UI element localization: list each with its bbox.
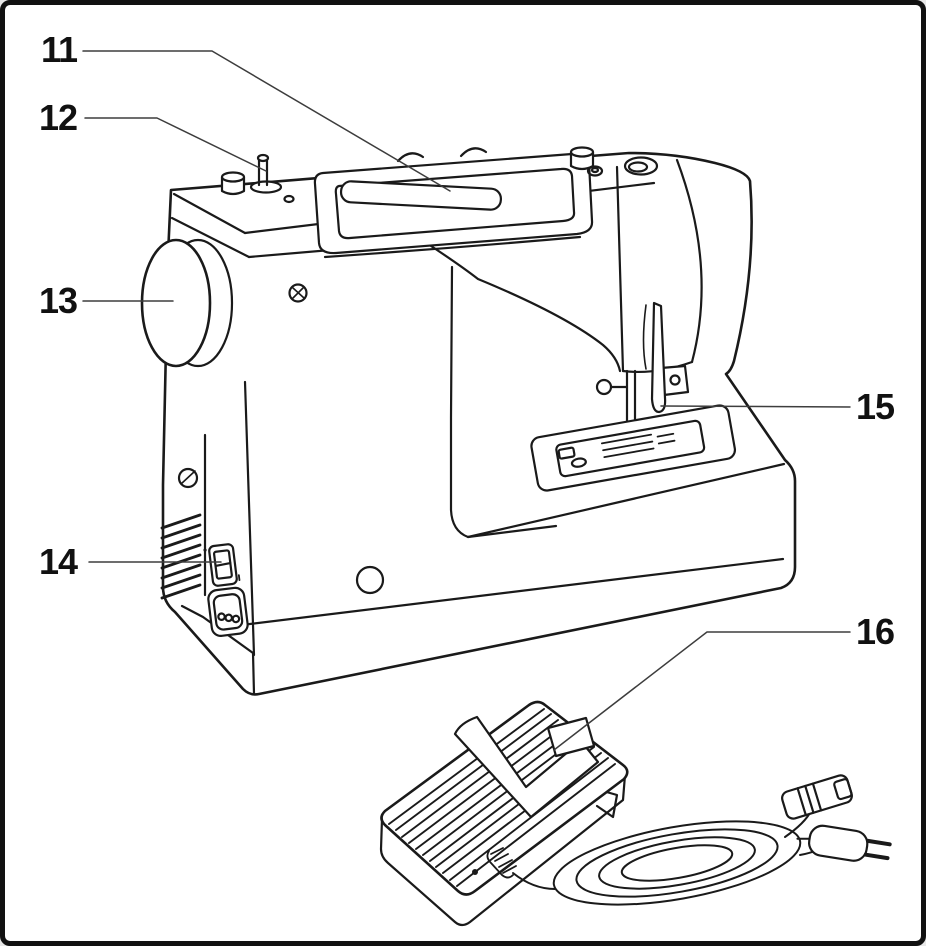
foot-controller	[379, 700, 629, 927]
handle-recess-inner	[334, 167, 576, 240]
thread-wire	[642, 304, 647, 370]
handle-oval-hole	[623, 156, 659, 176]
body-seam	[170, 216, 251, 259]
leader-line-16	[553, 631, 851, 751]
plate-slot	[557, 446, 576, 460]
base-skirt-seam	[215, 557, 785, 630]
callout-label-12: 12	[39, 97, 78, 138]
spool-pin	[249, 153, 283, 194]
feed-dog-slots	[600, 432, 676, 459]
power-plug	[796, 824, 892, 862]
head-front-edge	[615, 165, 625, 373]
handwheel-face	[140, 238, 212, 368]
callout-label-16: 16	[856, 611, 895, 652]
power-switch	[203, 543, 241, 587]
pedal-step	[595, 789, 619, 819]
top-hole	[283, 194, 295, 204]
carrying-handle	[313, 147, 594, 259]
side-corner-edge	[243, 380, 256, 657]
head-side-edge	[675, 158, 703, 364]
buttonhole-lever	[650, 301, 667, 414]
sewing-machine-diagram	[82, 50, 892, 927]
neck-seam	[247, 240, 622, 373]
back-panel-screw	[288, 283, 308, 303]
machine-outline	[161, 151, 797, 696]
pedal-dot	[472, 869, 478, 875]
spool-cap-left	[220, 171, 246, 196]
left-side-panel	[160, 380, 256, 657]
callout-label-14: 14	[39, 541, 78, 582]
leader-line-15	[660, 405, 851, 408]
clamp-screw	[595, 378, 628, 396]
handle-hinge-right	[459, 147, 488, 158]
handwheel	[140, 238, 234, 368]
handle-bar	[339, 180, 503, 211]
plate-hole	[570, 457, 587, 468]
machine-plug	[781, 774, 853, 820]
side-screw	[177, 467, 199, 489]
power-inlet	[207, 586, 249, 637]
leader-line-12	[84, 117, 267, 172]
callout-label-15: 15	[856, 386, 895, 427]
pedal-chevron	[453, 715, 600, 819]
callout-label-11: 11	[41, 29, 78, 70]
top-deck	[220, 146, 659, 259]
spool-cap-right	[569, 146, 595, 171]
thread-guide	[586, 165, 604, 177]
leader-lines	[82, 50, 851, 751]
handle-hinge-left	[396, 152, 425, 163]
back-panel-hole	[355, 565, 385, 595]
needle-plate	[530, 404, 737, 492]
top-cover-chamfer	[172, 192, 247, 235]
handle-recess-lip	[323, 235, 582, 259]
deck-edge	[466, 462, 786, 539]
callout-label-13: 13	[39, 280, 78, 321]
leader-line-11	[82, 50, 451, 192]
vent-slats	[160, 513, 202, 600]
cord-strain-relief	[486, 847, 517, 879]
